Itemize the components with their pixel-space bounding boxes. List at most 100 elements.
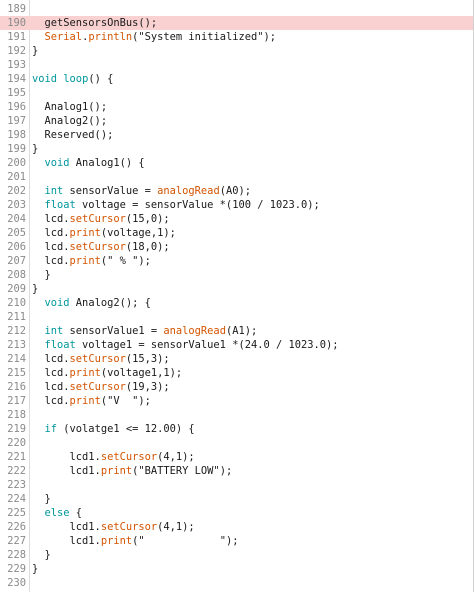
code-line[interactable]: 227 lcd1.print(" "); [0,534,473,548]
code-line[interactable]: 230 [0,576,473,590]
code-line[interactable]: 207 lcd.print(" % "); [0,254,473,268]
code-line[interactable]: 228 } [0,548,473,562]
code-line[interactable]: 197 Analog2(); [0,114,473,128]
line-number: 219 [7,423,26,435]
code-line[interactable]: 229} [0,562,473,576]
code-line[interactable]: 201 [0,170,473,184]
text-token: Analog1() { [69,157,145,169]
text-token: lcd1. [32,535,101,547]
code-line[interactable]: 195 [0,86,473,100]
code-line-highlighted[interactable]: 190 getSensorsOnBus(); [0,16,473,30]
code-line[interactable]: 222 lcd1.print("BATTERY LOW"); [0,464,473,478]
code-line[interactable]: 223 [0,478,473,492]
line-code: float voltage = sensorValue *(100 / 1023… [29,198,320,212]
code-line[interactable]: 215 lcd.print(voltage1,1); [0,366,473,380]
text-token: sensorValue = [63,185,158,197]
line-number: 200 [7,157,26,169]
line-code: } [29,142,38,156]
code-line[interactable]: 221 lcd1.setCursor(4,1); [0,450,473,464]
line-number: 227 [7,535,26,547]
line-number: 203 [7,199,26,211]
text-token: lcd1. [32,451,101,463]
code-line[interactable]: 200 void Analog1() { [0,156,473,170]
keyword-token: void [44,297,70,309]
gutter-divider [29,0,30,592]
code-line[interactable]: 211 [0,310,473,324]
code-line[interactable]: 191 Serial.println("System initialized")… [0,30,473,44]
text-token: lcd. [32,353,70,365]
line-number: 211 [7,311,26,323]
code-line[interactable]: 216 lcd.setCursor(19,3); [0,380,473,394]
text-token: } [32,45,39,57]
code-line[interactable]: 198 Reserved(); [0,128,473,142]
line-code: lcd1.print(" "); [29,534,239,548]
code-line[interactable]: 218 [0,408,473,422]
line-number: 221 [7,451,26,463]
line-number: 197 [7,115,26,127]
text-token: getSensorsOnBus(); [32,17,158,29]
code-line[interactable]: 205 lcd.print(voltage,1); [0,226,473,240]
line-number: 206 [7,241,26,253]
line-number: 193 [7,59,26,71]
text-token: voltage1 = sensorValue1 *(24.0 / 1023.0)… [75,339,339,351]
text-token: } [32,269,51,281]
function-token: print [69,395,101,407]
code-line[interactable]: 199} [0,142,473,156]
text-token [32,423,45,435]
line-code: lcd.print(" % "); [29,254,151,268]
line-code: } [29,548,51,562]
code-line[interactable]: 220 [0,436,473,450]
code-line[interactable]: 196 Analog1(); [0,100,473,114]
code-line[interactable]: 225 else { [0,506,473,520]
line-number: 196 [7,101,26,113]
code-line[interactable]: 208 } [0,268,473,282]
text-token: } [32,143,39,155]
code-line[interactable]: 224 } [0,492,473,506]
text-token: (volatge1 <= 12.00) { [57,423,195,435]
text-token: } [32,283,39,295]
keyword-token: int [44,185,64,197]
code-line[interactable]: 217 lcd.print("V "); [0,394,473,408]
text-token: (voltage1,1); [100,367,183,379]
code-line[interactable]: 209} [0,282,473,296]
code-line[interactable]: 189 [0,2,473,16]
line-number: 202 [7,185,26,197]
code-line[interactable]: 192} [0,44,473,58]
keyword-token: int [44,325,64,337]
code-line[interactable]: 210 void Analog2(); { [0,296,473,310]
function-token: Serial [44,31,83,43]
line-number: 217 [7,395,26,407]
code-line[interactable]: 193 [0,58,473,72]
text-token: (" "); [132,535,239,547]
code-line[interactable]: 203 float voltage = sensorValue *(100 / … [0,198,473,212]
text-token: lcd. [32,381,70,393]
function-token: setCursor [100,451,158,463]
line-code: lcd1.print("BATTERY LOW"); [29,464,233,478]
code-line[interactable]: 204 lcd.setCursor(15,0); [0,212,473,226]
line-code: void loop() { [29,72,113,86]
line-number: 224 [7,493,26,505]
text-token: lcd. [32,255,70,267]
code-line[interactable]: 206 lcd.setCursor(18,0); [0,240,473,254]
text-token: Analog2(); [32,115,108,127]
code-line[interactable]: 213 float voltage1 = sensorValue1 *(24.0… [0,338,473,352]
code-line[interactable]: 202 int sensorValue = analogRead(A0); [0,184,473,198]
code-line[interactable]: 214 lcd.setCursor(15,3); [0,352,473,366]
code-line[interactable]: 212 int sensorValue1 = analogRead(A1); [0,324,473,338]
text-token: (A1); [225,325,258,337]
text-token: voltage = sensorValue *(100 / 1023.0); [75,199,320,211]
keyword-token: void [44,157,70,169]
line-number: 192 [7,45,26,57]
text-token [32,297,45,309]
text-token: Analog1(); [32,101,108,113]
line-number: 220 [7,437,26,449]
function-token: setCursor [69,353,126,365]
line-code: if (volatge1 <= 12.00) { [29,422,195,436]
text-token: lcd. [32,367,70,379]
code-line[interactable]: 226 lcd1.setCursor(4,1); [0,520,473,534]
code-line[interactable]: 219 if (volatge1 <= 12.00) { [0,422,473,436]
function-token: setCursor [100,521,158,533]
line-number: 213 [7,339,26,351]
